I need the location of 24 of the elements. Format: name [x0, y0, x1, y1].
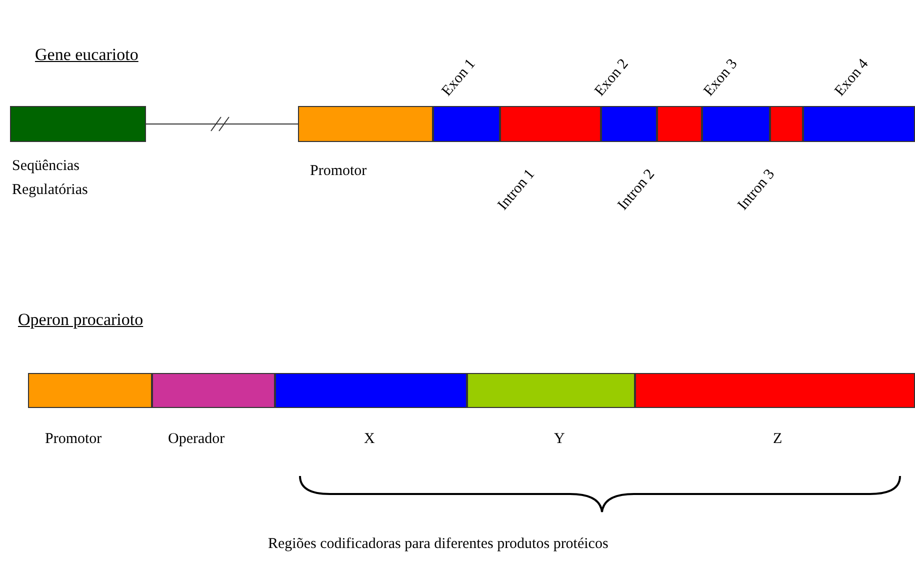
- segment-label: Operador: [168, 430, 225, 448]
- gene-segment-bar: [702, 106, 770, 142]
- gene-segment-bar: [657, 106, 702, 142]
- segment-label: Z: [773, 430, 782, 448]
- segment-label: Promotor: [45, 430, 102, 448]
- segment-label: Seqüências Regulatórias: [12, 157, 89, 200]
- gene-segment-bar: [433, 106, 500, 142]
- gene-segment-bar: [500, 106, 601, 142]
- gene-segment-bar: [770, 106, 803, 142]
- brace-caption: Regiões codificadoras para diferentes produtos protéicos: [268, 535, 608, 553]
- gene-segment-bar: [803, 106, 915, 142]
- gene-segment-bar: [635, 373, 915, 408]
- section-heading: Gene eucarioto: [35, 45, 138, 65]
- section-heading: Operon procarioto: [18, 310, 144, 330]
- gene-segment-bar: [298, 106, 433, 142]
- gene-segment-bar: [152, 373, 275, 408]
- segment-label: Y: [554, 430, 565, 448]
- gene-segment-bar: [28, 373, 152, 408]
- gene-segment-bar: [275, 373, 467, 408]
- gene-segment-bar: [467, 373, 635, 408]
- gene-segment-bar: [10, 106, 146, 142]
- segment-label: X: [364, 430, 375, 448]
- segment-label: Promotor: [310, 162, 367, 180]
- gene-segment-bar: [601, 106, 657, 142]
